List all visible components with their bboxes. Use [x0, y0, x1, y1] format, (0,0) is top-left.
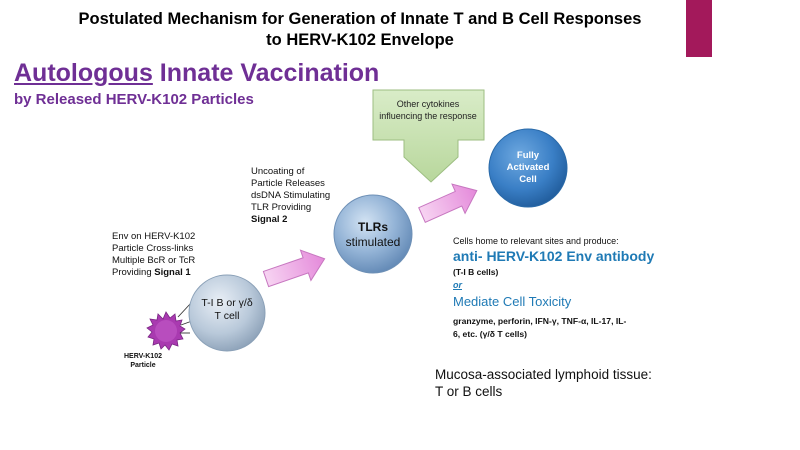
arrow-2: [418, 183, 478, 223]
signal-1-bold: Signal 1: [154, 267, 191, 278]
outcome-toxicity: Mediate Cell Toxicity: [453, 294, 572, 309]
outcome-or: or: [453, 280, 462, 290]
particle-label: HERV-K102 Particle: [118, 352, 168, 370]
outcome-factors: granzyme, perforin, IFN-γ, TNF-α, IL-17,…: [453, 315, 626, 341]
cytokines-callout-shape: [372, 89, 485, 183]
signal-2-line-1: Uncoating of: [251, 166, 305, 177]
subtitle-rest: Innate Vaccination: [152, 59, 380, 87]
signal-1-line-3: Multiple BcR or TcR: [112, 255, 196, 266]
subtitle-underlined: Autologous: [14, 59, 153, 87]
signal-2-line-5: Signal 2: [251, 214, 288, 225]
page-title: Postulated Mechanism for Generation of I…: [10, 9, 710, 51]
subtitle-line-2: by Released HERV-K102 Particles: [14, 91, 254, 108]
signal-2-line-4: TLR Providing: [251, 202, 312, 213]
outcome-intro: Cells home to relevant sites and produce…: [453, 236, 619, 246]
tlrs-circle: [333, 194, 413, 274]
tcell-circle: [188, 274, 266, 352]
herv-particle-icon: [146, 311, 186, 351]
activated-cell-circle: [488, 128, 568, 208]
mucosa-note: Mucosa-associated lymphoid tissue: T or …: [435, 366, 652, 400]
accent-bar: [686, 0, 712, 57]
signal-1-line-1: Env on HERV-K102: [112, 231, 196, 242]
outcome-factors-line-2: 6, etc. (γ/δ T cells): [453, 329, 527, 339]
outcome-antibody-cells: (T-I B cells): [453, 267, 499, 277]
tlrs-label-line-2: stimulated: [345, 235, 401, 249]
outcome-factors-line-1: granzyme, perforin, IFN-γ, TNF-α, IL-17,…: [453, 316, 627, 326]
activated-label-line-2: Activated: [506, 162, 550, 173]
activated-label-line-3: Cell: [519, 174, 537, 185]
particle-label-line-2: Particle: [130, 362, 156, 369]
tcell-label-line-1: T-I B or γ/δ: [201, 297, 253, 309]
subtitle: Autologous Innate Vaccination: [14, 59, 379, 88]
signal-1-line-2: Particle Cross-links: [112, 243, 194, 254]
signal-2-text: Uncoating of Particle Releases dsDNA Sti…: [251, 166, 330, 226]
tlrs-label-line-1: TLRs: [358, 220, 388, 234]
activated-cell-label: Fully Activated Cell: [493, 150, 563, 186]
mucosa-note-line-2: T or B cells: [435, 384, 503, 399]
cytokines-callout-text: Other cytokines influencing the response: [379, 99, 477, 121]
title-line-1: Postulated Mechanism for Generation of I…: [78, 10, 642, 28]
tlrs-label: TLRs stimulated: [333, 220, 413, 250]
crosslink-line-1: [177, 302, 192, 318]
signal-2-line-3: dsDNA Stimulating: [251, 190, 331, 201]
mucosa-note-line-1: Mucosa-associated lymphoid tissue:: [435, 367, 652, 382]
signal-1-prefix: Providing: [112, 267, 155, 278]
title-line-2: to HERV-K102 Envelope: [266, 31, 454, 49]
signal-1-line-4: Providing Signal 1: [112, 267, 195, 279]
tcell-label: T-I B or γ/δ T cell: [190, 297, 264, 323]
arrow-1: [262, 249, 326, 288]
tcell-label-line-2: T cell: [214, 310, 240, 322]
activated-label-line-1: Fully: [516, 150, 540, 161]
particle-label-line-1: HERV-K102: [123, 353, 162, 360]
signal-1-text: Env on HERV-K102 Particle Cross-links Mu…: [112, 231, 195, 279]
outcome-antibody: anti- HERV-K102 Env antibody: [453, 248, 655, 264]
signal-2-line-2: Particle Releases: [251, 178, 325, 189]
